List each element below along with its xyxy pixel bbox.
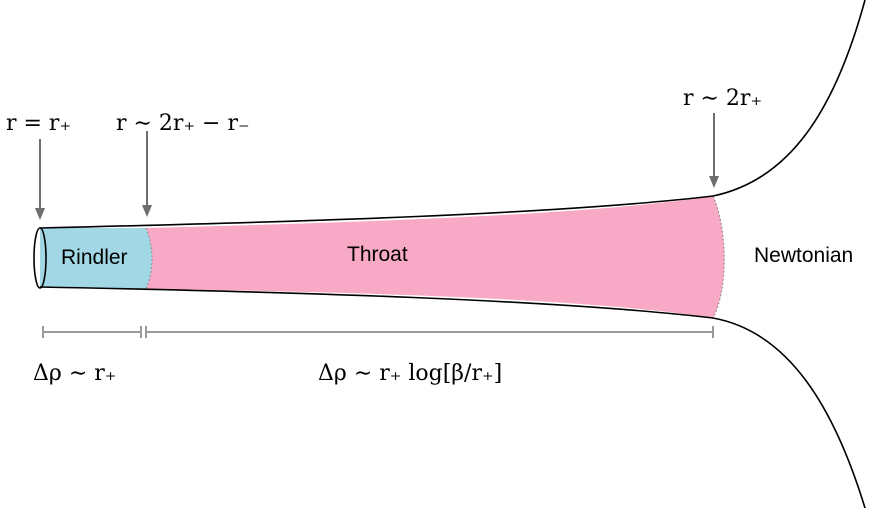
throat-region: [146, 196, 725, 318]
throat-region-label: Throat: [347, 243, 408, 266]
outer-boundary-label: r ∼ 2r₊: [683, 86, 762, 111]
upper-outline-curve: [39, 0, 866, 229]
lower-outline-curve: [39, 286, 866, 508]
rindler-region: [40, 228, 152, 289]
rindler-throat-boundary: [145, 227, 153, 290]
rindler-region-label: Rindler: [61, 246, 128, 269]
horizon-label: r = r₊: [6, 111, 71, 136]
arrow-horizon: [35, 139, 45, 220]
newtonian-region-label: Newtonian: [754, 244, 853, 267]
throat-width-label: Δρ ∼ r₊ log[β/r₊]: [318, 361, 502, 386]
throat-width-bracket: [145, 326, 714, 338]
arrow-inner-boundary: [142, 131, 152, 217]
arrow-outer-boundary: [709, 113, 719, 188]
inner-boundary-label: r ∼ 2r₊ − r₋: [116, 111, 250, 136]
throat-newtonian-boundary: [712, 195, 725, 319]
rindler-width-label: Δρ ∼ r₊: [33, 361, 116, 386]
rindler-width-bracket: [42, 326, 142, 338]
